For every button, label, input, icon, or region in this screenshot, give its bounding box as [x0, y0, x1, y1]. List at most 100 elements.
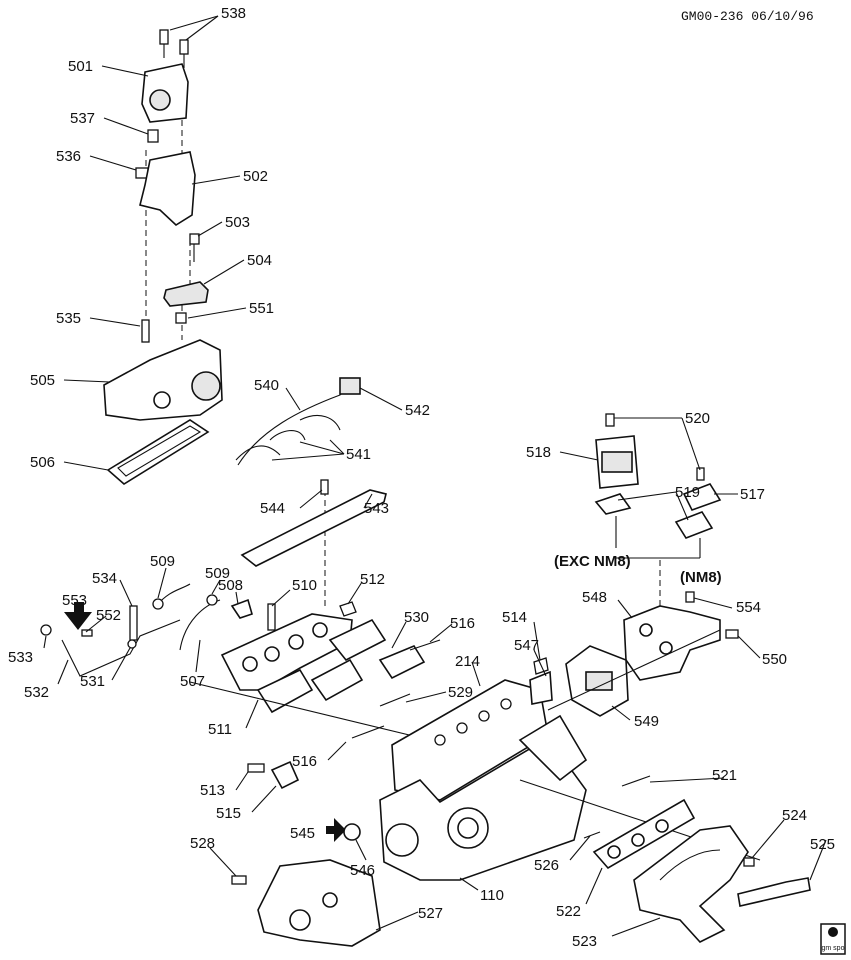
callout-501: 501 [68, 58, 93, 75]
bolt-503-icon [189, 233, 200, 262]
nut-533-icon [40, 624, 52, 636]
bolt-550-icon [725, 629, 739, 639]
callout-511: 511 [208, 721, 232, 738]
part-527-bracket [257, 859, 381, 947]
callout-528: 528 [190, 835, 215, 852]
stud-535-icon [141, 319, 150, 343]
callout-518: 518 [526, 444, 551, 461]
part-504-sensor [163, 281, 209, 307]
engine-block [189, 679, 588, 881]
callout-537: 537 [70, 110, 95, 127]
part-110-block [379, 736, 587, 881]
callout-523: 523 [572, 933, 597, 950]
callout-110: 110 [480, 887, 504, 904]
part-515-icon [270, 760, 300, 790]
bolt-528-icon [231, 875, 247, 885]
part-547-bracket [529, 670, 553, 705]
gasket-530d [378, 645, 426, 680]
callout-552: 552 [96, 607, 121, 624]
callout-508: 508 [218, 577, 243, 594]
stud-534-icon [129, 605, 138, 641]
part-508-icon [230, 598, 253, 619]
callout-536: 536 [56, 148, 81, 165]
seal-546-icon [343, 823, 361, 841]
callout-551: 551 [249, 300, 274, 317]
callout-540: 540 [254, 377, 279, 394]
egr-valve-assembly [547, 413, 739, 717]
callout-509-a: 509 [150, 553, 175, 570]
callout-514: 514 [502, 609, 527, 626]
callout-545: 545 [290, 825, 315, 842]
callout-554: 554 [736, 599, 761, 616]
gasket-530c [328, 618, 387, 662]
callout-538: 538 [221, 5, 246, 22]
part-505-throttle-body [103, 339, 223, 421]
gasket-519b [674, 511, 714, 539]
gm-spo-logo: gm spo [820, 923, 846, 955]
diagram-code: GM00-236 06/10/96 [681, 9, 814, 24]
nut-512-icon [339, 601, 357, 617]
callout-529: 529 [448, 684, 473, 701]
callout-525: 525 [810, 836, 835, 853]
callout-509-b: 509 [205, 565, 230, 582]
callout-502: 502 [243, 168, 268, 185]
part-552-icon [81, 629, 93, 637]
callout-522: 522 [556, 903, 581, 920]
part-517-icon [682, 483, 722, 511]
callout-534: 534 [92, 570, 117, 587]
callout-535: 535 [56, 310, 81, 327]
throttle-body-assembly [103, 29, 223, 485]
part-548-adapter [623, 605, 721, 681]
svg-text:gm spo: gm spo [822, 945, 845, 952]
callout-553: 553 [62, 592, 87, 609]
bolt-538b-icon [179, 39, 189, 68]
part-523-manifold [633, 825, 749, 943]
gasket-530b [310, 658, 364, 702]
wiring-harness [235, 377, 361, 466]
leader-lines [43, 15, 827, 937]
gasket-519a [594, 493, 632, 515]
bolt-538a-icon [159, 29, 169, 58]
callout-510: 510 [292, 577, 317, 594]
bolt-554-icon [685, 591, 695, 603]
clip-509b-icon [206, 594, 218, 606]
callout-541: 541 [346, 446, 371, 463]
callout-517: 517 [740, 486, 765, 503]
callout-513: 513 [200, 782, 225, 799]
exhaust-manifold [519, 775, 811, 943]
callout-542: 542 [405, 402, 430, 419]
bolt-513-icon [247, 763, 265, 773]
callout-550: 550 [762, 651, 787, 668]
callout-544: 544 [260, 500, 285, 517]
part-551-icon [175, 312, 187, 324]
part-524-icon [743, 857, 755, 867]
callout-506: 506 [30, 454, 55, 471]
callout-507: 507 [180, 673, 205, 690]
arrow-553-icon [64, 602, 92, 630]
callout-505: 505 [30, 372, 55, 389]
callout-516-b: 516 [292, 753, 317, 770]
callout-516-a: 516 [450, 615, 475, 632]
part-531-icon [127, 639, 137, 649]
callout-524: 524 [782, 807, 807, 824]
callout-515: 515 [216, 805, 241, 822]
callout-549: 549 [634, 713, 659, 730]
callout-504: 504 [247, 252, 272, 269]
caption-exc-nm8: (EXC NM8) [554, 553, 631, 570]
callout-503: 503 [225, 214, 250, 231]
callout-labels: 538 501 537 536 502 503 504 535 551 505 … [8, 5, 835, 950]
callout-527: 527 [418, 905, 443, 922]
callout-214: 214 [455, 653, 480, 670]
gasket-506 [106, 419, 210, 485]
nut-537-icon [147, 129, 159, 143]
bolt-544-icon [320, 479, 329, 495]
callout-546: 546 [350, 862, 375, 879]
clip-509a-icon [152, 598, 164, 610]
caption-nm8: (NM8) [680, 569, 722, 586]
callout-533: 533 [8, 649, 33, 666]
arrow-545-icon [326, 818, 346, 842]
bolt-520-icon [605, 413, 615, 427]
fuel-rail [240, 479, 387, 610]
callout-547: 547 [514, 637, 539, 654]
